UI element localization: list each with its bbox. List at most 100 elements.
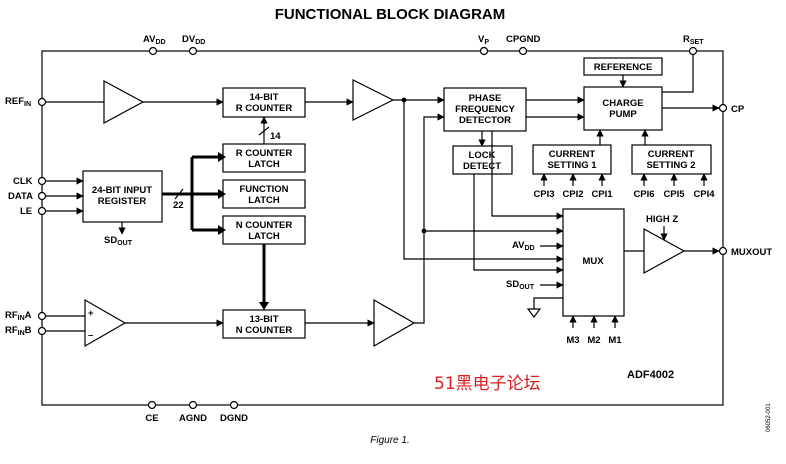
svg-text:M1: M1 (608, 335, 622, 346)
mux-control-inputs: M3 M2 M1 (566, 315, 622, 346)
svg-text:DATA: DATA (8, 191, 33, 202)
svg-text:R COUNTER: R COUNTER (236, 103, 293, 114)
bus22-slash (174, 188, 184, 200)
pin-clk: CLK (13, 176, 47, 187)
watermark-text: 51黑电子论坛 (434, 374, 541, 394)
svg-text:CURRENT: CURRENT (549, 149, 596, 160)
svg-text:R COUNTER: R COUNTER (236, 148, 293, 159)
wire-rdiv-to-mux (403, 100, 564, 263)
pfd-block: PHASE FREQUENCY DETECTOR (443, 87, 527, 132)
svg-text:RFINA: RFINA (5, 310, 32, 322)
svg-text:CPI4: CPI4 (693, 189, 715, 200)
svg-text:PHASE: PHASE (469, 93, 502, 104)
cpi-group-2: CPI6 CPI5 CPI4 (633, 173, 715, 200)
pin-rfina: RFINA (5, 310, 47, 322)
diagram-title: FUNCTIONAL BLOCK DIAGRAM (275, 6, 506, 23)
svg-text:AVDD: AVDD (143, 34, 166, 46)
bus22-label: 22 (173, 200, 184, 211)
svg-text:DVDD: DVDD (182, 34, 205, 46)
pin-rfinb: RFINB (5, 325, 47, 337)
figure-caption: Figure 1. (370, 435, 409, 446)
bus22-wires (162, 155, 218, 232)
mux-sdout-label: SDOUT (506, 279, 535, 291)
pin-refin: REFIN (5, 96, 47, 108)
function-latch-block: FUNCTION LATCH (222, 179, 306, 209)
svg-text:MUX: MUX (582, 256, 604, 267)
pin-vp: VP (478, 34, 489, 56)
wire-mux-ground (533, 297, 563, 309)
r-divider-buffer (352, 79, 395, 121)
svg-text:SETTING 2: SETTING 2 (646, 160, 695, 171)
sdout-register-label: SDOUT (104, 235, 133, 247)
rfina-plus-sign: + (88, 308, 94, 319)
svg-text:RSET: RSET (683, 34, 704, 46)
svg-text:LATCH: LATCH (248, 159, 280, 170)
svg-text:FREQUENCY: FREQUENCY (455, 104, 515, 115)
svg-text:CHARGE: CHARGE (602, 98, 643, 109)
figure-id: 06052-001 (766, 403, 772, 432)
svg-text:LOCK: LOCK (469, 150, 496, 161)
n-divider-buffer (373, 298, 416, 348)
mux-avdd-label: AVDD (512, 240, 535, 252)
svg-text:DETECTOR: DETECTOR (459, 115, 511, 126)
svg-text:LATCH: LATCH (248, 195, 280, 206)
pin-data: DATA (8, 191, 47, 202)
wire-rset (662, 55, 694, 93)
refin-buffer (103, 79, 145, 125)
part-number: ADF4002 (627, 369, 674, 381)
svg-text:DGND: DGND (220, 413, 248, 424)
pin-avdd: AVDD (143, 34, 166, 56)
lock-detect-block: LOCK DETECT (452, 145, 513, 175)
svg-text:13-BIT: 13-BIT (249, 314, 278, 325)
pin-le: LE (20, 206, 47, 217)
r-counter-latch-block: R COUNTER LATCH (222, 143, 306, 173)
svg-text:VP: VP (478, 34, 489, 46)
svg-text:14-BIT: 14-BIT (249, 92, 278, 103)
high-z-label: HIGH Z (646, 214, 678, 225)
pin-muxout: MUXOUT (718, 246, 772, 258)
svg-text:CPI2: CPI2 (562, 189, 583, 200)
chip-outline (41, 50, 724, 406)
bus14-slash (258, 126, 270, 136)
current-setting-2-block: CURRENT SETTING 2 (631, 144, 712, 175)
svg-text:M3: M3 (566, 335, 579, 346)
pin-dgnd: DGND (220, 400, 248, 424)
svg-text:REFIN: REFIN (5, 96, 31, 108)
wire-lockdetect-to-mux (473, 174, 564, 274)
current-setting-1-block: CURRENT SETTING 1 (532, 144, 612, 175)
wire-ndiv-to-pfd (414, 113, 445, 324)
reference-block: REFERENCE (583, 57, 663, 76)
pin-agnd: AGND (179, 400, 207, 424)
svg-text:PUMP: PUMP (609, 109, 637, 120)
ground-icon (526, 308, 542, 318)
svg-text:LATCH: LATCH (248, 231, 280, 242)
pin-dvdd: DVDD (182, 34, 205, 56)
svg-text:CLK: CLK (13, 176, 33, 187)
bus14-label: 14 (270, 131, 281, 142)
svg-text:CPI1: CPI1 (591, 189, 613, 200)
svg-text:CPI3: CPI3 (533, 189, 554, 200)
svg-text:CURRENT: CURRENT (648, 149, 695, 160)
svg-text:N COUNTER: N COUNTER (236, 325, 293, 336)
input-register-block: 24-BIT INPUT REGISTER (82, 170, 163, 223)
wire-pfd-to-mux (491, 131, 564, 220)
svg-text:REGISTER: REGISTER (98, 196, 147, 207)
svg-text:RFINB: RFINB (5, 325, 32, 337)
svg-text:N COUNTER: N COUNTER (236, 220, 293, 231)
cpi-group-1: CPI3 CPI2 CPI1 (533, 173, 613, 200)
svg-text:CPI6: CPI6 (633, 189, 654, 200)
n-counter-latch-block: N COUNTER LATCH (222, 215, 306, 245)
svg-text:DETECT: DETECT (463, 161, 501, 172)
svg-text:CE: CE (145, 413, 158, 424)
charge-pump-block: CHARGE PUMP (583, 86, 663, 131)
svg-text:24-BIT INPUT: 24-BIT INPUT (92, 185, 152, 196)
svg-text:CPI5: CPI5 (663, 189, 685, 200)
svg-text:FUNCTION: FUNCTION (239, 184, 288, 195)
svg-text:AGND: AGND (179, 413, 207, 424)
rfinb-minus-sign: – (88, 330, 93, 341)
pin-rset: RSET (683, 34, 704, 56)
r-counter-block: 14-BIT R COUNTER (222, 87, 306, 118)
rf-input-amplifier (84, 298, 127, 348)
svg-text:CPGND: CPGND (506, 34, 540, 45)
